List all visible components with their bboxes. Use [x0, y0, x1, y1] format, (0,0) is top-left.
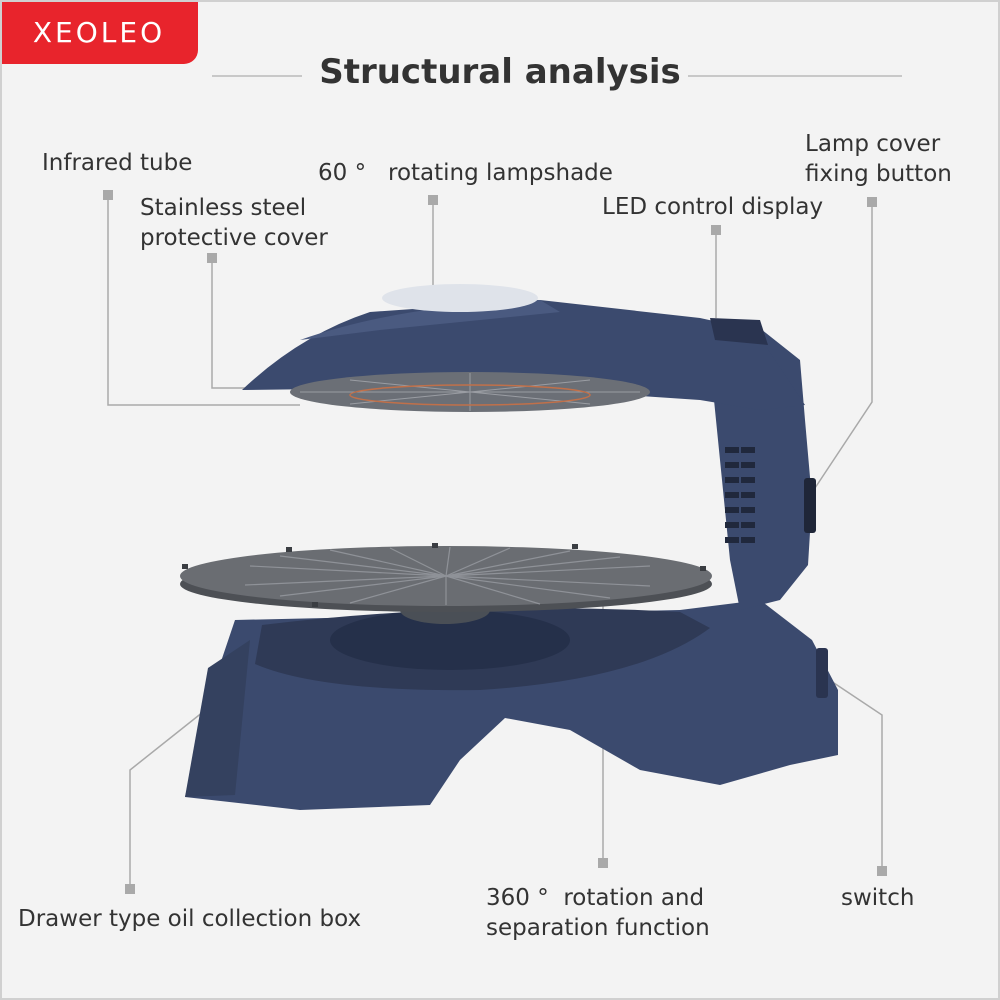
label-drawer: Drawer type oil collection box	[18, 906, 362, 932]
grill-plate-studs	[182, 543, 706, 607]
infrared-tube	[349, 384, 591, 406]
label-infrared-tube: Infrared tube	[42, 150, 193, 176]
leader-lamp-button	[814, 202, 873, 489]
label-switch: switch	[841, 885, 915, 911]
dot-stainless	[207, 253, 217, 263]
brand-logo: XEOLEO	[0, 0, 198, 64]
label-rotation-line1: 360 ° rotation and	[486, 885, 705, 911]
leader-infrared	[107, 195, 300, 406]
lamp-cover-fixing-button	[804, 478, 816, 533]
dot-lamp-button	[867, 197, 877, 207]
base-center-hub	[330, 610, 570, 670]
label-stainless-line2: protective cover	[140, 225, 328, 251]
dot-infrared	[103, 190, 113, 200]
page-title: Structural analysis	[319, 52, 681, 92]
title-rule-left	[212, 75, 302, 77]
brand-logo-text: XEOLEO	[32, 15, 166, 49]
column-vents	[725, 447, 755, 543]
leader-switch	[821, 674, 883, 870]
leader-dots	[103, 190, 887, 894]
dot-switch	[877, 866, 887, 876]
dot-led	[711, 225, 721, 235]
title-rule-right	[688, 75, 902, 77]
power-switch	[816, 648, 828, 698]
label-lamp-cover-line1: Lamp cover	[805, 131, 941, 157]
label-lamp-cover-line2: fixing button	[805, 161, 952, 187]
leader-drawer	[129, 707, 209, 890]
grill-plate-slots	[244, 546, 651, 605]
dot-drawer	[125, 884, 135, 894]
label-led-display: LED control display	[602, 194, 824, 220]
drawer-front	[185, 640, 250, 797]
label-rotating-lampshade: 60 ° rotating lampshade	[318, 160, 613, 186]
led-control-display	[710, 318, 768, 345]
label-rotation-line2: separation function	[486, 915, 710, 941]
lampshade-dome	[382, 284, 538, 312]
dot-rotation	[598, 858, 608, 868]
label-stainless-line1: Stainless steel	[140, 195, 307, 221]
dot-lampshade	[428, 195, 438, 205]
